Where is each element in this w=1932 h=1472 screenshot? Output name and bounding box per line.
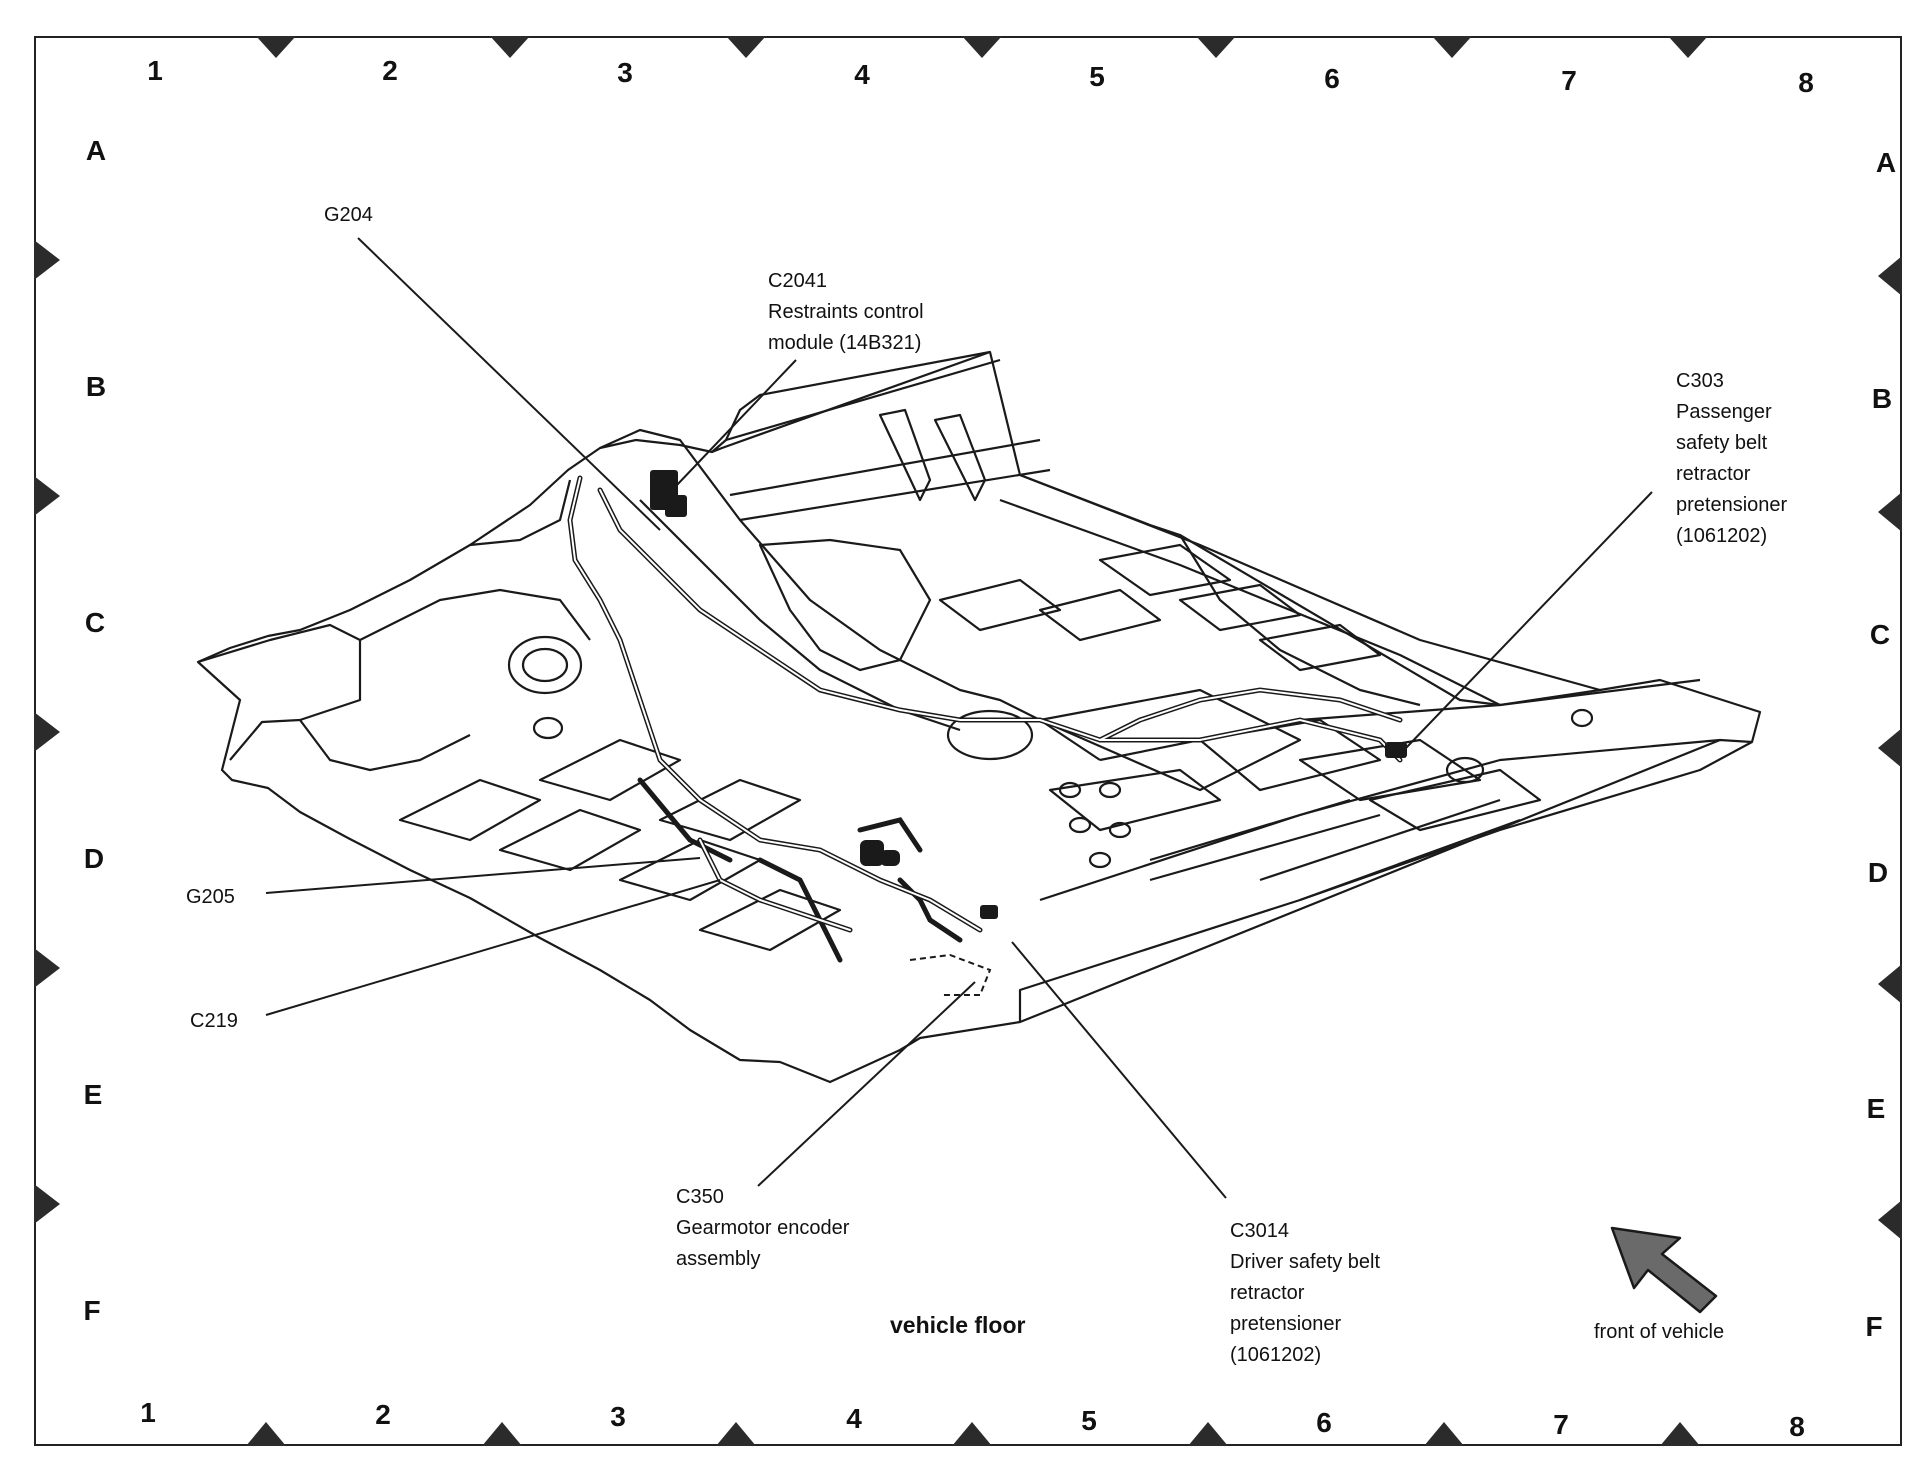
diagram-title: vehicle floor (890, 1312, 1026, 1338)
grid-row-left-f: F (83, 1295, 101, 1326)
grid-col-top-8: 8 (1798, 67, 1814, 98)
callout-c2041-line-1: C2041 (768, 270, 827, 292)
grid-row-left-b: B (85, 371, 107, 402)
callout-c303-line-2: Passenger (1676, 401, 1772, 423)
callout-c303-line-6: (1061202) (1676, 525, 1768, 547)
grid-row-left-a: A (85, 135, 107, 166)
callout-c2041-line-3: module (14B321) (768, 332, 922, 354)
callout-c3014-line-2: Driver safety belt (1230, 1251, 1381, 1273)
grid-col-bottom-1: 1 (140, 1397, 156, 1428)
grid-col-bottom-8: 8 (1789, 1411, 1805, 1442)
grid-row-right-f: F (1865, 1311, 1883, 1342)
callout-c303: C303 Passenger safety belt retractor pre… (1676, 366, 1787, 552)
callout-c350-line-3: assembly (676, 1248, 761, 1270)
callout-c350-line-2: Gearmotor encoder (676, 1217, 850, 1239)
front-of-vehicle-label: front of vehicle (1594, 1321, 1725, 1343)
grid-row-right-d: D (1867, 857, 1889, 888)
callout-c3014-line-3: retractor (1230, 1282, 1305, 1304)
callout-g204: G204 (324, 200, 373, 231)
grid-col-bottom-2: 2 (375, 1399, 391, 1430)
connectors (650, 470, 1407, 919)
grid-col-bottom-6: 6 (1316, 1407, 1332, 1438)
callout-c3014-line-5: (1061202) (1230, 1344, 1322, 1366)
callout-c219: C219 (190, 1006, 238, 1037)
grid-col-bottom-7: 7 (1553, 1409, 1569, 1440)
callout-c2041: C2041 Restraints control module (14B321) (768, 266, 924, 359)
grid-col-top-1: 1 (147, 55, 163, 86)
diagram-frame (34, 36, 1902, 1446)
callout-c350: C350 Gearmotor encoder assembly (676, 1182, 849, 1275)
grid-col-top-4: 4 (854, 59, 870, 90)
grid-col-top-7: 7 (1561, 65, 1577, 96)
callout-c350-line-1: C350 (676, 1186, 724, 1208)
callout-c303-line-1: C303 (1676, 370, 1724, 392)
callout-g205-line-1: G205 (186, 886, 235, 908)
grid-row-right-c: C (1869, 619, 1891, 650)
callout-c303-line-5: pretensioner (1676, 494, 1788, 516)
grid-row-right-b: B (1871, 383, 1893, 414)
callout-c3014-line-4: pretensioner (1230, 1313, 1342, 1335)
front-of-vehicle-arrow-icon (1610, 1226, 1718, 1314)
callout-c219-line-1: C219 (190, 1010, 238, 1032)
callout-c303-line-4: retractor (1676, 463, 1751, 485)
grid-row-right-e: E (1866, 1093, 1886, 1124)
leader-lines (265, 237, 1653, 1199)
callout-c303-line-3: safety belt (1676, 432, 1768, 454)
grid-col-top-3: 3 (617, 57, 633, 88)
grid-col-top-5: 5 (1089, 61, 1105, 92)
callout-g205: G205 (186, 882, 235, 913)
grid-row-right-a: A (1875, 147, 1897, 178)
grid-row-left-e: E (83, 1079, 103, 1110)
grid-col-top-6: 6 (1324, 63, 1340, 94)
callout-g204-line-1: G204 (324, 204, 373, 226)
grid-col-top-2: 2 (382, 55, 398, 86)
grid-col-bottom-5: 5 (1081, 1405, 1097, 1436)
grid-edge-markers (34, 36, 1902, 1446)
callout-c3014-line-1: C3014 (1230, 1220, 1289, 1242)
callout-c2041-line-2: Restraints control (768, 301, 924, 323)
grid-row-left-c: C (84, 607, 106, 638)
grid-row-left-d: D (83, 843, 105, 874)
callout-c3014: C3014 Driver safety belt retractor prete… (1230, 1216, 1380, 1371)
grid-col-bottom-3: 3 (610, 1401, 626, 1432)
grid-col-bottom-4: 4 (846, 1403, 862, 1434)
